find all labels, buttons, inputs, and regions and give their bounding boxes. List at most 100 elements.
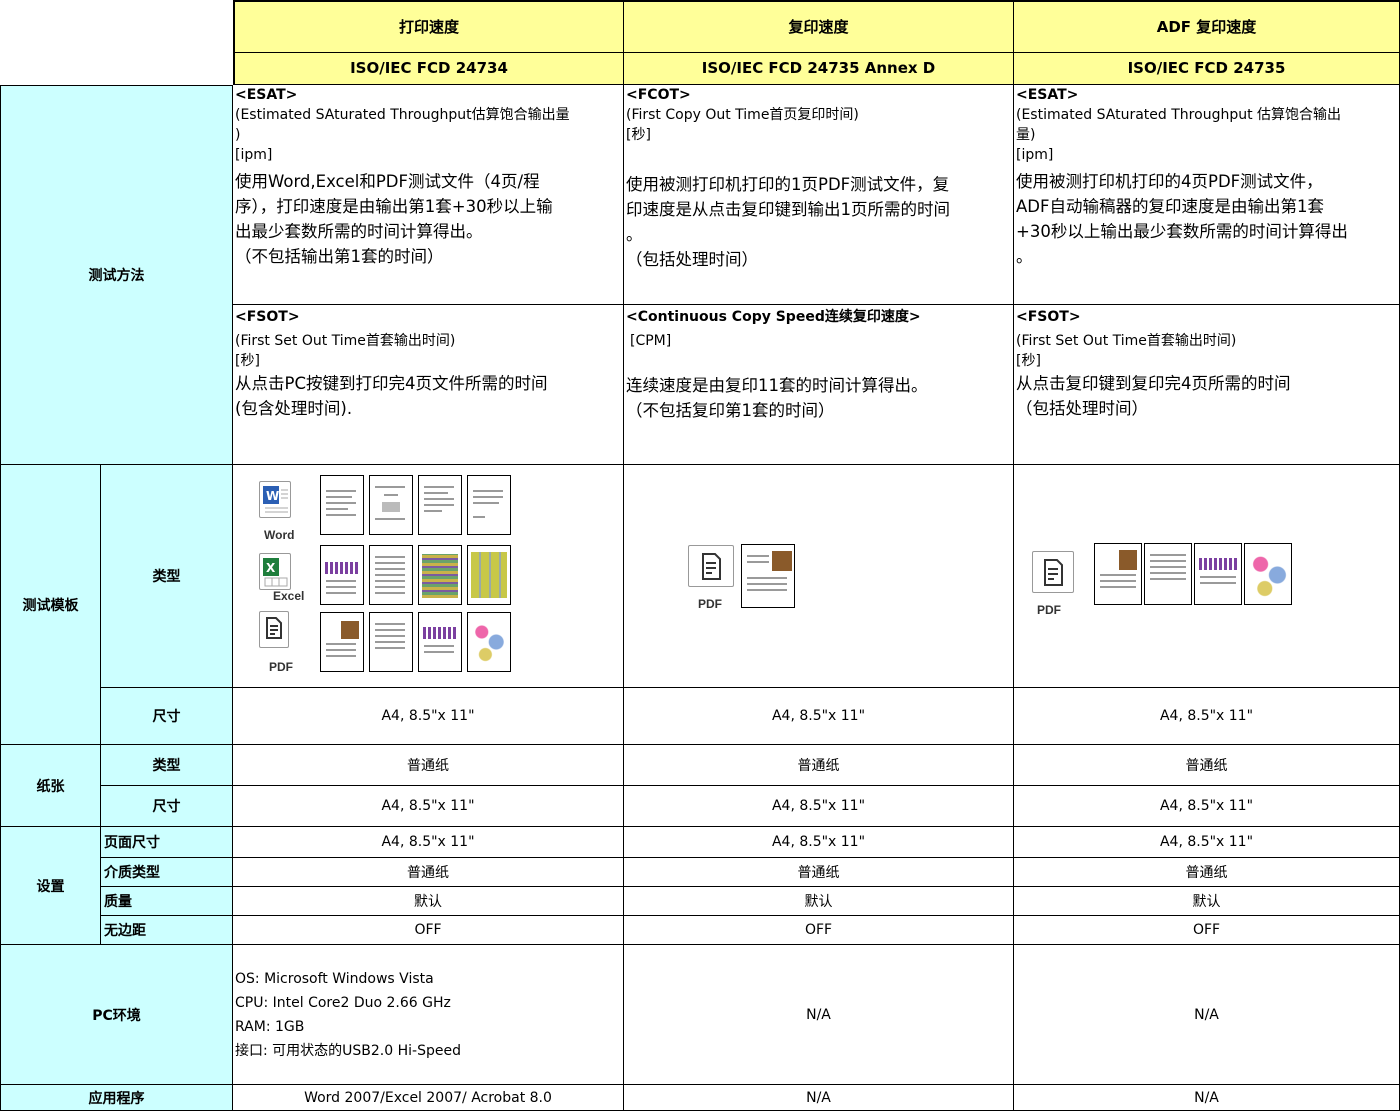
template-print-files: W Word X Excel PDF xyxy=(233,465,624,688)
pdf-file-icon xyxy=(1032,551,1074,593)
body-line: ADF自动输稿器的复印速度是由输出第1套 xyxy=(1016,197,1324,216)
paper-size-copy: A4, 8.5"x 11" xyxy=(624,786,1014,827)
settings-quality-adf: 默认 xyxy=(1014,887,1400,916)
word-page-thumbnail xyxy=(369,475,413,535)
method-copy-fcot: <FCOT> (First Copy Out Time首页复印时间) [秒] 使… xyxy=(624,85,1014,305)
paper-type-copy: 普通纸 xyxy=(624,745,1014,786)
excel-label: Excel xyxy=(273,589,305,603)
pdf-page-thumbnail xyxy=(1194,543,1242,605)
method-body: 连续速度是由复印11套的时间计算得出。 （不包括复印第1套的时间） xyxy=(626,373,1013,423)
word-file-icon: W xyxy=(259,481,291,518)
template-copy-files: PDF xyxy=(624,465,1014,688)
method-desc: (First Copy Out Time首页复印时间) xyxy=(626,107,859,123)
method-print-esat: <ESAT> (Estimated SAturated Throughput估算… xyxy=(233,85,624,305)
excel-page-thumbnail xyxy=(467,545,511,605)
pc-env-print: OS: Microsoft Windows Vista CPU: Intel C… xyxy=(233,945,624,1085)
method-body: 从点击PC按键到打印完4页文件所需的时间 (包含处理时间). xyxy=(235,371,623,421)
excel-page-thumbnail xyxy=(320,545,364,605)
method-desc: (First Set Out Time首套输出时间) xyxy=(235,333,456,349)
pdf-page-thumbnail xyxy=(1144,543,1192,605)
table-top-border xyxy=(233,0,1400,2)
header-adf-copy-speed: ADF 复印速度 ISO/IEC FCD 24735 xyxy=(1014,2,1400,85)
row-label-test-method: 测试方法 xyxy=(0,85,233,465)
pdf-page-thumbnail xyxy=(369,612,413,672)
body-line: （不包括复印第1套的时间） xyxy=(626,401,835,420)
word-page-thumbnail xyxy=(418,475,462,535)
body-line: 连续速度是由复印11套的时间计算得出。 xyxy=(626,376,928,395)
method-adf-fsot: <FSOT> (First Set Out Time首套输出时间) [秒] 从点… xyxy=(1014,305,1400,465)
body-line: （包括处理时间） xyxy=(626,250,758,269)
excel-page-thumbnail xyxy=(418,545,462,605)
paper-type-adf: 普通纸 xyxy=(1014,745,1400,786)
method-tag: <FCOT> xyxy=(626,87,691,103)
row-label-paper: 纸张 xyxy=(0,745,101,827)
svg-text:W: W xyxy=(266,489,279,503)
settings-page-size-copy: A4, 8.5"x 11" xyxy=(624,827,1014,858)
pdf-page-thumbnail xyxy=(418,612,462,672)
row-label-test-template: 测试模板 xyxy=(0,465,101,745)
body-line: （不包括输出第1套的时间） xyxy=(235,247,444,266)
template-size-adf: A4, 8.5"x 11" xyxy=(1014,688,1400,745)
body-line: +30秒以上输出最少套数所需的时间计算得出 xyxy=(1016,222,1348,241)
method-desc: (Estimated SAturated Throughput 估算饱合输出 xyxy=(1016,107,1342,123)
method-body: 使用被测打印机打印的4页PDF测试文件， ADF自动输稿器的复印速度是由输出第1… xyxy=(1016,169,1399,269)
pc-line: CPU: Intel Core2 Duo 2.66 GHz xyxy=(235,995,451,1011)
word-label: Word xyxy=(264,528,295,542)
settings-page-size-print: A4, 8.5"x 11" xyxy=(233,827,624,858)
pdf-file-icon xyxy=(259,611,289,648)
word-page-thumbnail xyxy=(320,475,364,535)
method-unit: [ipm] xyxy=(1016,147,1054,163)
excel-file-icon: X xyxy=(259,553,291,590)
header-title: 打印速度 xyxy=(398,17,459,36)
sub-label-media-type: 介质类型 xyxy=(101,858,233,887)
sub-label-page-size: 页面尺寸 xyxy=(101,827,233,858)
method-tag: <FSOT> xyxy=(235,309,300,325)
body-line: 从点击复印键到复印完4页所需的时间 xyxy=(1016,374,1291,393)
header-title: 复印速度 xyxy=(788,17,849,36)
method-tag: <FSOT> xyxy=(1016,309,1081,325)
method-desc: (Estimated SAturated Throughput估算饱合输出量 xyxy=(235,107,570,123)
header-copy-speed: 复印速度 ISO/IEC FCD 24735 Annex D xyxy=(624,2,1014,85)
pdf-page-thumbnail xyxy=(1244,543,1292,605)
template-adf-files: PDF xyxy=(1014,465,1400,688)
method-tag: <Continuous Copy Speed连续复印速度> xyxy=(626,309,921,325)
pc-env-adf: N/A xyxy=(1014,945,1400,1085)
template-size-copy: A4, 8.5"x 11" xyxy=(624,688,1014,745)
row-label-app: 应用程序 xyxy=(0,1085,233,1111)
pc-line: RAM: 1GB xyxy=(235,1019,305,1035)
method-body: 使用被测打印机打印的1页PDF测试文件，复 印速度是从点击复印键到输出1页所需的… xyxy=(626,172,1013,272)
sub-label-size: 尺寸 xyxy=(101,688,233,745)
header-standard: ISO/IEC FCD 24735 xyxy=(1014,51,1399,77)
body-line: 序），打印速度是由输出第1套+30秒以上输 xyxy=(235,197,553,216)
template-size-print: A4, 8.5"x 11" xyxy=(233,688,624,745)
header-standard: ISO/IEC FCD 24734 xyxy=(235,51,623,77)
method-unit: [秒] xyxy=(235,353,260,369)
method-copy-continuous: <Continuous Copy Speed连续复印速度> [CPM] 连续速度… xyxy=(624,305,1014,465)
sub-label-quality: 质量 xyxy=(101,887,233,916)
body-line: 印速度是从点击复印键到输出1页所需的时间 xyxy=(626,200,950,219)
body-line: 使用被测打印机打印的4页PDF测试文件， xyxy=(1016,172,1323,191)
method-unit: [秒] xyxy=(1016,353,1041,369)
header-print-speed: 打印速度 ISO/IEC FCD 24734 xyxy=(233,2,624,85)
sub-label-borderless: 无边距 xyxy=(101,916,233,945)
pdf-page-thumbnail xyxy=(320,612,364,672)
body-line: 从点击PC按键到打印完4页文件所需的时间 xyxy=(235,374,548,393)
method-desc: ) xyxy=(235,127,241,143)
sub-label-paper-type: 类型 xyxy=(101,745,233,786)
method-tag: <ESAT> xyxy=(1016,87,1079,103)
pc-env-copy: N/A xyxy=(624,945,1014,1085)
body-line: （包括处理时间） xyxy=(1016,399,1148,418)
sub-label-paper-size: 尺寸 xyxy=(101,786,233,827)
header-standard: ISO/IEC FCD 24735 Annex D xyxy=(624,51,1013,77)
excel-page-thumbnail xyxy=(369,545,413,605)
paper-size-print: A4, 8.5"x 11" xyxy=(233,786,624,827)
settings-media-copy: 普通纸 xyxy=(624,858,1014,887)
settings-borderless-copy: OFF xyxy=(624,916,1014,945)
pdf-page-thumbnail xyxy=(467,612,511,672)
row-label-settings: 设置 xyxy=(0,827,101,945)
app-copy: N/A xyxy=(624,1085,1014,1111)
pc-line: OS: Microsoft Windows Vista xyxy=(235,971,434,987)
method-adf-esat: <ESAT> (Estimated SAturated Throughput 估… xyxy=(1014,85,1400,305)
method-unit: [ipm] xyxy=(235,147,273,163)
app-adf: N/A xyxy=(1014,1085,1400,1111)
